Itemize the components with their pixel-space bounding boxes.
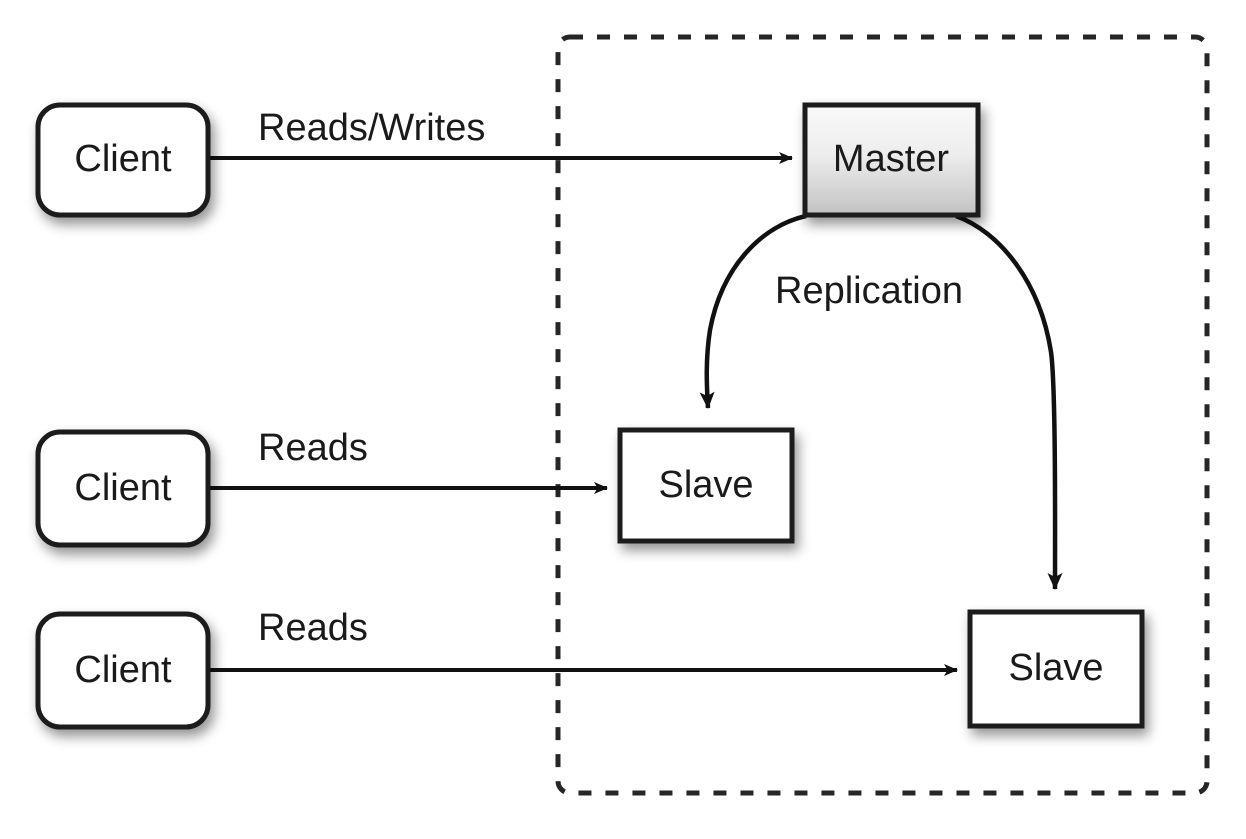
client-3-label: Client [74, 649, 172, 691]
edge-label-reads-upper: Reads [258, 427, 368, 469]
slave-1-shape [617, 427, 795, 544]
client-2-shape [35, 429, 211, 548]
slave-2-label: Slave [1008, 647, 1103, 689]
slave-2-shape [967, 609, 1145, 729]
node-client-3[interactable]: Client [35, 611, 211, 730]
master-label: Master [833, 138, 949, 180]
edge-label-replication: Replication [775, 270, 963, 312]
master-shape [802, 102, 981, 218]
node-slave-2[interactable]: Slave [967, 609, 1145, 729]
edge-master-slave2-curve [955, 213, 1063, 590]
client-1-shape [35, 102, 211, 218]
edge-master-slave1-curve [699, 213, 807, 409]
client-2-label: Client [74, 467, 172, 509]
client-1-label: Client [74, 138, 172, 180]
slave-1-label: Slave [658, 464, 753, 506]
node-client-2[interactable]: Client [35, 429, 211, 548]
client-3-shape [35, 611, 211, 730]
edge-label-reads-lower: Reads [258, 607, 368, 649]
node-slave-1[interactable]: Slave [617, 427, 795, 544]
node-master[interactable]: Master [802, 102, 981, 218]
edge-label-reads-writes: Reads/Writes [258, 107, 485, 149]
node-client-1[interactable]: Client [35, 102, 211, 218]
server-boundary [555, 34, 1210, 796]
